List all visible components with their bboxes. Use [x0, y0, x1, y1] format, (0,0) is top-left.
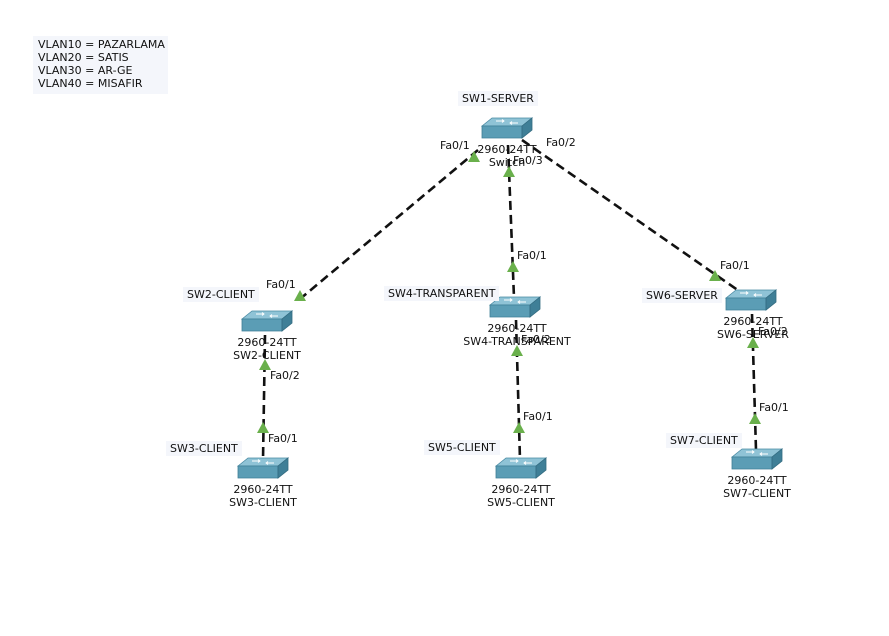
switch-icon-sw7[interactable] — [731, 448, 783, 470]
legend-item: VLAN20 = SATIS — [38, 51, 129, 64]
link-sw6-sw7[interactable] — [750, 313, 758, 451]
device-label-sw1[interactable]: SW1-SERVER — [458, 91, 538, 106]
vlan-legend: VLAN10 = PAZARLAMA VLAN20 = SATIS VLAN30… — [33, 36, 168, 94]
switch-icon-sw3[interactable] — [237, 457, 289, 479]
port-status-icon — [294, 290, 306, 301]
port-label: Fa0/3 — [513, 154, 543, 167]
port-status-icon — [503, 166, 515, 177]
port-label: Fa0/1 — [759, 401, 789, 414]
device-hostname: SW6-SERVER — [717, 328, 789, 341]
link-sw4-sw5[interactable] — [514, 319, 522, 461]
port-status-icon — [507, 261, 519, 272]
port-status-icon — [259, 359, 271, 370]
legend-item: VLAN10 = PAZARLAMA — [38, 38, 165, 51]
device-hostname: SW4-TRANSPARENT — [463, 335, 571, 348]
device-info-sw3: 2960-24TT SW3-CLIENT — [203, 483, 323, 509]
device-info-sw7: 2960-24TT SW7-CLIENT — [697, 474, 817, 500]
device-label-sw2[interactable]: SW2-CLIENT — [183, 287, 259, 302]
port-indicators — [257, 151, 761, 433]
device-hostname: SW7-CLIENT — [723, 487, 791, 500]
link-sw1-sw4[interactable] — [506, 144, 516, 299]
link-sw2-sw3[interactable] — [261, 334, 267, 461]
port-status-icon — [468, 151, 480, 162]
device-info-sw6: 2960-24TT SW6-SERVER — [693, 315, 813, 341]
port-label: Fa0/1 — [266, 278, 296, 291]
link-sw1-sw6[interactable] — [521, 138, 743, 295]
link-sw1-sw2[interactable] — [299, 149, 479, 300]
port-label: Fa0/2 — [546, 136, 576, 149]
port-status-icon — [511, 345, 523, 356]
device-model: 2960-24TT — [487, 322, 547, 335]
device-label-sw4[interactable]: SW4-TRANSPARENT — [384, 286, 500, 301]
device-info-sw2: 2960-24TT SW2-CLIENT — [207, 336, 327, 362]
port-label: Fa0/1 — [268, 432, 298, 445]
port-label: Fa0/2 — [270, 369, 300, 382]
device-model: 2960-24TT — [723, 315, 783, 328]
device-label-sw6[interactable]: SW6-SERVER — [642, 288, 722, 303]
device-model: 2960-24TT — [237, 336, 297, 349]
port-status-icon — [257, 422, 269, 433]
device-hostname: Switch — [488, 156, 526, 169]
switch-icon-sw6[interactable] — [725, 289, 777, 311]
switch-icon-sw2[interactable] — [241, 310, 293, 332]
device-hostname: SW3-CLIENT — [229, 496, 297, 509]
device-model: 2960-24TT — [727, 474, 787, 487]
links — [261, 138, 758, 461]
device-hostname: SW5-CLIENT — [487, 496, 555, 509]
device-info-sw5: 2960-24TT SW5-CLIENT — [461, 483, 581, 509]
device-hostname: SW2-CLIENT — [233, 349, 301, 362]
port-label: Fa0/1 — [517, 249, 547, 262]
port-label: Fa0/2 — [521, 333, 551, 346]
device-model: 2960-24TT — [233, 483, 293, 496]
port-status-icon — [709, 270, 721, 281]
switch-icon-sw1[interactable] — [481, 117, 533, 139]
port-label: Fa0/2 — [758, 325, 788, 338]
port-label: Fa0/1 — [440, 139, 470, 152]
port-status-icon — [513, 422, 525, 433]
device-info-sw4: 2960-24TT SW4-TRANSPARENT — [457, 322, 577, 348]
legend-item: VLAN40 = MISAFIR — [38, 77, 143, 90]
device-label-sw7[interactable]: SW7-CLIENT — [666, 433, 742, 448]
switch-icon-sw5[interactable] — [495, 457, 547, 479]
port-label: Fa0/1 — [523, 410, 553, 423]
device-label-sw3[interactable]: SW3-CLIENT — [166, 441, 242, 456]
device-model: 2960-24TT — [477, 143, 537, 156]
port-label: Fa0/1 — [720, 259, 750, 272]
legend-item: VLAN30 = AR-GE — [38, 64, 133, 77]
device-label-sw5[interactable]: SW5-CLIENT — [424, 440, 500, 455]
port-status-icon — [749, 413, 761, 424]
device-info-sw1: 2960-24TT Switch — [447, 143, 567, 169]
device-model: 2960-24TT — [491, 483, 551, 496]
port-status-icon — [747, 337, 759, 348]
